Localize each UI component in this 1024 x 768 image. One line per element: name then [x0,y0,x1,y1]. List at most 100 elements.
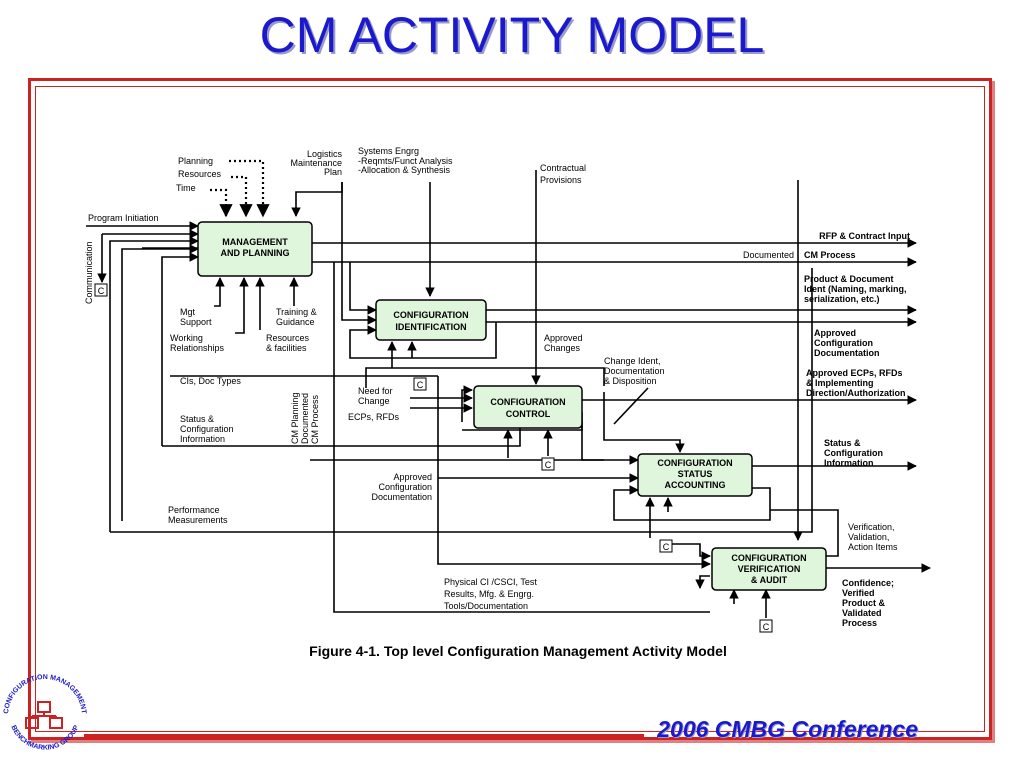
label-change-ident: Change Ident, Documentation & Dispositio… [604,356,665,386]
label-approved-changes: Approved Changes [544,333,583,353]
svg-text:Need for: Need for [358,386,393,396]
svg-text:CONFIGURATION: CONFIGURATION [490,397,565,407]
label-performance: Performance Measurements [168,505,228,525]
svg-text:Resources: Resources [266,333,310,343]
label-need-for-change: Need for Change [358,386,393,406]
svg-text:Changes: Changes [544,343,581,353]
control-marker-verification: C [759,619,773,633]
label-status-config-info-left: Status & Configuration Information [180,414,234,444]
label-physical-ci: Physical CI /CSCI, Test Results, Mfg. & … [444,577,537,611]
svg-text:Validated: Validated [842,608,882,618]
slide-frame-outer [28,78,992,740]
svg-text:Support: Support [180,317,212,327]
svg-text:IDENTIFICATION: IDENTIFICATION [395,322,466,332]
svg-text:Confidence;: Confidence; [842,578,894,588]
svg-text:& Implementing: & Implementing [806,378,874,388]
box-status-line-3: ACCOUNTING [665,480,726,490]
logo-bottom-text: BENCHMARKING GROUP [10,724,81,751]
label-time: Time [176,183,196,193]
figure-caption: Figure 4-1. Top level Configuration Mana… [309,643,727,659]
box-management-line-2: AND PLANNING [221,248,290,258]
slide-frame-inner [35,86,985,732]
label-resources: Resources [178,169,222,179]
box-configuration-identification: CONFIGURATION IDENTIFICATION [375,299,487,341]
label-resources-facilities: Resources & facilities [266,333,310,353]
footer-rule [84,734,644,737]
svg-text:C: C [763,622,770,632]
svg-text:Measurements: Measurements [168,515,228,525]
box-identification-line-2: IDENTIFICATION [395,322,466,332]
svg-text:Logistics: Logistics [307,149,343,159]
svg-text:Product & Document: Product & Document [804,274,894,284]
svg-text:Results, Mfg. & Engrg.: Results, Mfg. & Engrg. [444,589,534,599]
box-configuration-control: CONFIGURATION CONTROL [473,385,583,429]
svg-text:AND PLANNING: AND PLANNING [221,248,290,258]
box-verification-line-2: VERIFICATION [738,564,801,574]
label-cm-planning: CM Planning Documented CM Process [290,392,320,444]
svg-text:Configuration: Configuration [814,338,873,348]
output-status-config-info: Status & Configuration Information [824,438,883,468]
svg-text:Systems Engrg: Systems Engrg [358,146,419,156]
control-marker-communication: C [94,283,108,297]
svg-text:Documentation: Documentation [604,366,665,376]
svg-text:C: C [545,460,552,470]
label-ecps-rfds: ECPs, RFDs [348,412,400,422]
svg-text:CM Process: CM Process [310,394,320,444]
logo-top-text: CONFIGURATION MANAGEMENT [3,674,87,715]
svg-text:Relationships: Relationships [170,343,225,353]
svg-text:& facilities: & facilities [266,343,307,353]
svg-text:Maintenance: Maintenance [290,158,342,168]
output-confidence: Confidence; Verified Product & Validated… [842,578,894,628]
svg-text:Documentation: Documentation [371,492,432,502]
box-configuration-verification-audit: CONFIGURATION VERIFICATION & AUDIT [711,547,827,591]
svg-text:STATUS: STATUS [678,469,713,479]
output-documented: Documented [743,250,794,260]
svg-text:Provisions: Provisions [540,175,582,185]
svg-text:Documented: Documented [300,393,310,444]
box-status-line-1: CONFIGURATION [657,458,732,468]
label-approved-config-doc-left: Approved Configuration Documentation [371,472,432,502]
label-contractual: Contractual Provisions [540,163,586,185]
box-control-line-2: CONTROL [506,409,551,419]
output-rfp: RFP & Contract Input [819,231,910,241]
cmbg-logo: CONFIGURATION MANAGEMENT BENCHMARKING GR… [3,674,87,752]
slide-title: CM ACTIVITY MODEL [259,7,765,63]
box-control-line-1: CONFIGURATION [490,397,565,407]
svg-text:Configuration: Configuration [180,424,234,434]
svg-text:C: C [98,286,105,296]
box-status-line-2: STATUS [678,469,713,479]
output-product-doc: Product & Document Ident (Naming, markin… [804,274,907,304]
svg-text:Configuration: Configuration [378,482,432,492]
box-management-planning: MANAGEMENT AND PLANNING [197,221,313,277]
svg-text:Process: Process [842,618,877,628]
svg-text:Change Ident,: Change Ident, [604,356,661,366]
box-verification-line-1: CONFIGURATION [731,553,806,563]
label-mgt-support: Mgt Support [180,307,212,327]
label-communication: Communication [84,241,94,304]
svg-text:Configuration: Configuration [824,448,883,458]
diagram-connectors [86,159,931,618]
svg-text:Training &: Training & [276,307,317,317]
svg-text:Direction/Authorization: Direction/Authorization [806,388,906,398]
label-verification-items: Verification, Validation, Action Items [848,522,898,552]
svg-text:CONFIGURATION: CONFIGURATION [393,310,468,320]
label-training-guidance: Training & Guidance [276,307,317,327]
svg-text:Approved: Approved [393,472,432,482]
svg-text:C: C [663,542,670,552]
svg-text:ACCOUNTING: ACCOUNTING [665,480,726,490]
svg-text:Working: Working [170,333,203,343]
svg-text:Status &: Status & [180,414,214,424]
label-working-relationships: Working Relationships [170,333,225,353]
label-planning: Planning [178,156,213,166]
svg-text:Approved: Approved [814,328,856,338]
svg-text:Tools/Documentation: Tools/Documentation [444,601,528,611]
svg-text:Performance: Performance [168,505,220,515]
svg-text:MANAGEMENT: MANAGEMENT [222,237,288,247]
box-identification-line-1: CONFIGURATION [393,310,468,320]
conference-label: 2006 CMBG Conference [657,716,918,742]
svg-text:Plan: Plan [324,167,342,177]
svg-text:CONFIGURATION: CONFIGURATION [657,458,732,468]
svg-text:Mgt: Mgt [180,307,196,317]
box-management-line-1: MANAGEMENT [222,237,288,247]
